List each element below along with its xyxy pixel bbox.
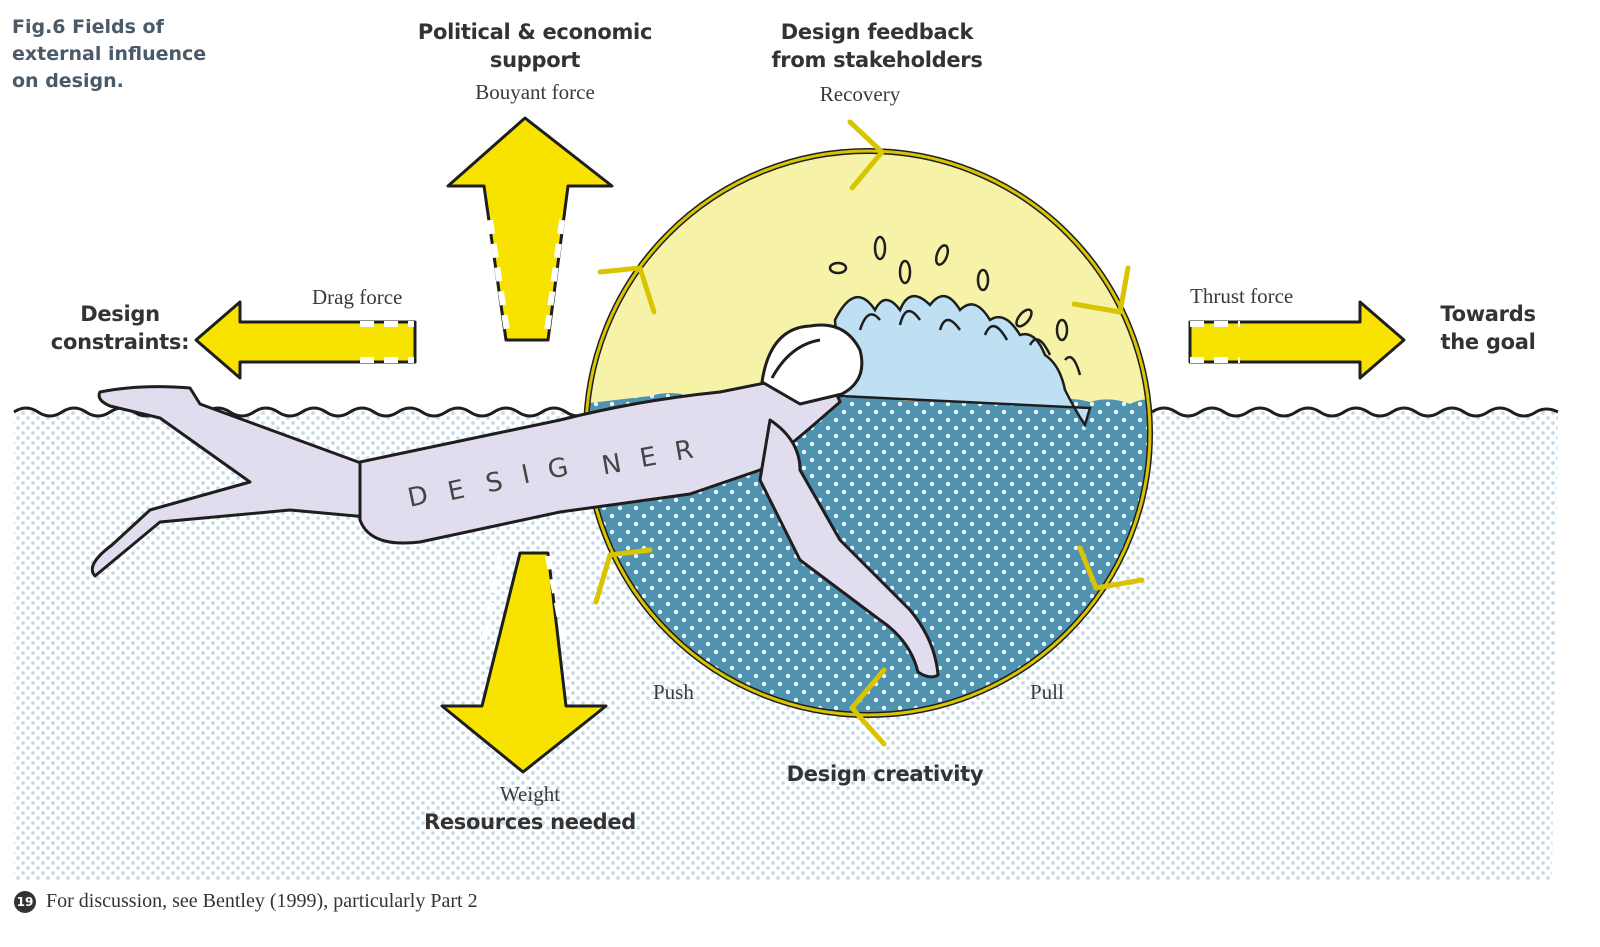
swimmer-legs [90, 385, 402, 578]
weight-label: Weight [499, 782, 561, 806]
design-creativity-label: Design creativity [786, 762, 984, 786]
swimmer-arm [758, 418, 940, 679]
political-support-line: support [489, 48, 581, 72]
splash [833, 295, 1092, 428]
resources-needed-label: Resources needed [423, 810, 637, 834]
pull-label: Pull [1030, 680, 1064, 704]
designer-swimmer [90, 323, 940, 679]
footnote-badge: 19 [14, 890, 36, 913]
design-feedback-line: from stakeholders [771, 48, 983, 72]
footnote: 19 For discussion, see Bentley (1999), p… [14, 890, 478, 913]
design-constraints-label: Design constraints: [50, 300, 190, 356]
cycle-arrow-top-right [1071, 265, 1131, 315]
cycle-arrows [593, 119, 1145, 747]
cycle-arrow-top-left [597, 265, 657, 315]
design-constraints-line: constraints: [50, 330, 190, 354]
figure-title: Fig.6 Fields of external influence on de… [12, 14, 206, 95]
drag-force-arrow [194, 300, 417, 380]
drag-force-label: Drag force [312, 285, 403, 309]
weight-arrow [440, 551, 608, 774]
cycle-arrow-top [847, 119, 885, 191]
recovery-label: Recovery [819, 82, 901, 106]
political-support-line: Political & economic [417, 20, 653, 44]
towards-goal-line: Towards [1440, 302, 1536, 326]
bouyant-force-label: Bouyant force [475, 80, 595, 104]
towards-goal-label: Towards the goal [1428, 300, 1548, 356]
water-surface-line [13, 406, 1559, 418]
figure-title-line: Fig.6 Fields of [12, 16, 164, 38]
thrust-force-arrow [1188, 300, 1406, 380]
towards-goal-line: the goal [1440, 330, 1536, 354]
design-feedback-line: Design feedback [780, 20, 974, 44]
footnote-text: For discussion, see Bentley (1999), part… [46, 890, 478, 912]
figure-title-line: on design. [12, 70, 124, 92]
swimmer-head [760, 323, 864, 406]
political-support-label: Political & economic support [400, 18, 670, 74]
design-feedback-label: Design feedback from stakeholders [752, 18, 1002, 74]
cycle-arrow-bottom [849, 667, 887, 747]
figure-title-line: external influence [12, 43, 207, 65]
cycle-arrow-bottom-right [1077, 545, 1145, 591]
thrust-force-label: Thrust force [1190, 284, 1294, 308]
push-label: Push [653, 680, 694, 704]
cycle-arrow-bottom-left [593, 547, 653, 605]
buoyant-force-arrow [446, 116, 614, 342]
design-constraints-line: Design [80, 302, 160, 326]
